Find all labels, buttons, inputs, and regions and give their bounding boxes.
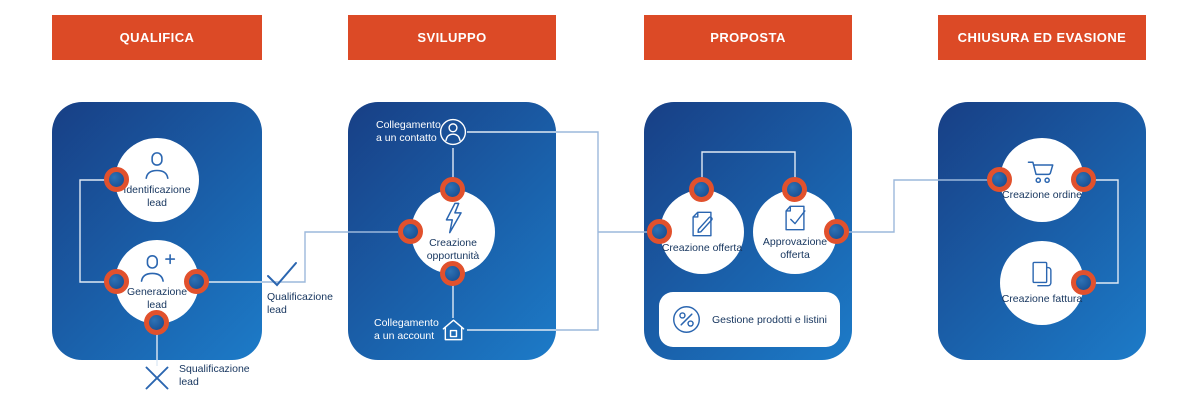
connector-dot [184,269,209,294]
connector-dot [440,177,465,202]
node-label: Approvazione offerta [762,236,828,261]
link-label-account: Collegamento a un account [374,317,439,342]
document-check-icon [785,205,806,231]
lightning-icon [445,202,462,234]
inner-connector-lines [79,131,1119,366]
connector-dot [440,261,465,286]
connector-dot [144,310,169,335]
stage-header-chiusura: CHIUSURA ED EVASIONE [938,15,1146,60]
node-label: Creazione opportunità [426,237,480,262]
connector-dot [104,167,129,192]
node-creazione-offerta: Creazione offerta [660,190,744,274]
person-icon [145,152,169,179]
cart-icon [1027,161,1054,184]
node-creazione-ordine: Creazione ordine [1000,138,1084,222]
document-pencil-icon [692,211,713,237]
outer-connector-lines [262,131,1000,331]
stage-header-proposta: PROPOSTA [644,15,852,60]
connector-dot [782,177,807,202]
connector-dot [1071,270,1096,295]
node-label: Creazione offerta [661,242,743,255]
node-approvazione-offerta: Approvazione offerta [753,190,837,274]
node-label: Creazione fattura [1001,293,1083,306]
connector-dot [987,167,1012,192]
node-label: Generazione lead [126,286,188,311]
connector-dot [824,219,849,244]
connector-dot [689,177,714,202]
link-label-contatto: Collegamento a un contatto [376,119,441,144]
branch-label-squalificazione: Squalificazione lead [179,363,250,388]
home-icon [442,319,465,341]
connector-dot [398,219,423,244]
callout-label: Gestione prodotti e listini [712,313,827,326]
connector-dot [647,219,672,244]
node-creazione-opportunita: Creazione opportunità [411,190,495,274]
connector-dot [1071,167,1096,192]
stage-header-qualifica: QUALIFICA [52,15,262,60]
contact-icon [439,118,467,146]
pages-icon [1032,261,1052,287]
connector-dot [104,269,129,294]
callout-gestione-prodotti: Gestione prodotti e listini [659,292,840,347]
node-identificazione-lead: Identificazione lead [115,138,199,222]
stage-header-sviluppo: SVILUPPO [348,15,556,60]
node-label: Identificazione lead [123,184,191,209]
check-icon [267,262,297,287]
node-label: Creazione ordine [1002,189,1082,202]
percent-icon [673,306,700,333]
x-icon [145,366,169,390]
node-creazione-fattura: Creazione fattura [1000,241,1084,325]
person-plus-icon [140,254,176,282]
branch-label-qualificazione: Qualificazione lead [267,291,333,316]
